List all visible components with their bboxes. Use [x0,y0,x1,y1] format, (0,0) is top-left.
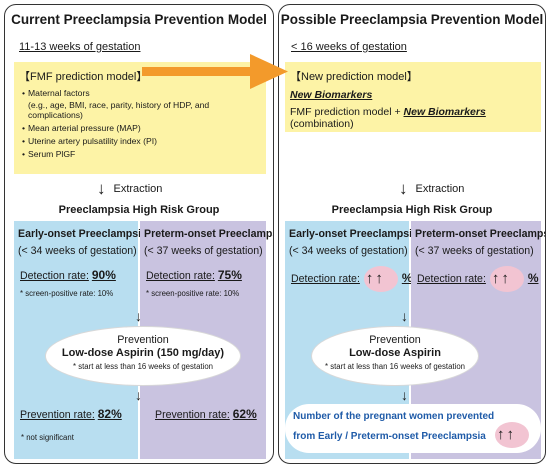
preterm-onset-subtitle: (< 37 weeks of gestation) [415,245,534,257]
current-model-panel: Current Preeclampsia Prevention Model 11… [4,4,274,464]
extraction-label: Extraction [113,182,163,195]
new-model-title: 【New prediction model】 [290,71,418,83]
down-arrow-icon: ↓ [401,308,408,324]
extraction-step: ↓ Extraction [97,179,162,199]
down-arrow-icon: ↓ [399,179,408,198]
orange-right-arrow-icon [142,54,288,89]
extraction-step: ↓ Extraction [399,179,464,199]
arrow-head [250,54,288,89]
extraction-label: Extraction [415,182,465,195]
prevention-value: 82% [97,407,122,421]
outcome-line-2: from Early / Preterm-onset Preeclampsia [293,431,486,442]
down-arrow-icon: ↓ [97,179,106,198]
preterm-detection-rate: Detection rate: 75% [140,257,266,282]
combo-suffix: (combination) [290,118,354,130]
possible-model-title: Possible Preeclampsia Prevention Model [280,12,544,27]
percent-sign: % [401,270,413,285]
fmf-model-title: 【FMF prediction model】 [19,71,148,83]
early-onset-title: Early-onset Preeclampsia [289,228,418,240]
increase-highlight: ↑↑ [494,422,530,448]
increase-highlight: ↑↑ [489,266,525,292]
detection-label: Detection rate: [146,270,215,282]
up-arrow-icon: ↑↑ [497,426,516,443]
high-risk-group-title: Preeclampsia High Risk Group [58,204,220,216]
outcome-line-1: Number of the pregnant women prevented [293,411,495,422]
aspirin-timing-note: * start at less than 16 weeks of gestati… [325,362,465,371]
detection-value: 90% [91,268,116,282]
preterm-detection-rate: Detection rate: ↑↑ % [411,257,541,292]
detection-label: Detection rate: [417,272,486,285]
detection-label: Detection rate: [20,270,89,282]
factor-item: (e.g., age, BMI, race, parity, history o… [28,100,210,120]
fmf-prediction-box: 【FMF prediction model】 Maternal factors … [14,62,266,174]
prevention-title: Prevention [369,334,421,346]
down-arrow-icon: ↓ [135,387,142,403]
prevention-title: Prevention [117,334,169,346]
aspirin-prevention-ellipse: Prevention Low-dose Aspirin * start at l… [311,326,479,386]
factor-item: Uterine artery pulsatility index (PI) [22,136,266,146]
aspirin-dose: Low-dose Aspirin (150 mg/day) [61,347,225,359]
early-onset-title: Early-onset Preeclampsia [18,228,147,240]
aspirin-label: Low-dose Aspirin [349,347,441,359]
increase-highlight: ↑↑ [363,266,399,292]
preterm-onset-title: Preterm-onset Preeclampsia [144,228,274,240]
factor-item: Serum PlGF [22,149,266,159]
down-arrow-icon: ↓ [135,308,142,324]
new-biomarkers-label: New Biomarkers [290,89,373,101]
possible-gestation-window: < 16 weeks of gestation [291,41,407,53]
prevention-label: Prevention rate: [20,409,95,421]
preterm-onset-title: Preterm-onset Preeclampsia [415,228,546,240]
combination-line: FMF prediction model + New Biomarkers (c… [285,101,541,130]
early-onset-subtitle: (< 34 weeks of gestation) [289,245,408,257]
fmf-factor-list: Maternal factors (e.g., age, BMI, race, … [14,84,266,159]
high-risk-group-title: Preeclampsia High Risk Group [331,204,493,216]
early-detection-rate: Detection rate: 90% [14,257,138,282]
factor-item: Maternal factors [22,88,266,98]
screen-positive-note: * screen-positive rate: 10% [146,289,240,298]
percent-sign: % [527,270,539,285]
new-prediction-box: 【New prediction model】 New Biomarkers FM… [285,62,541,132]
detection-label: Detection rate: [291,272,360,285]
current-model-title: Current Preeclampsia Prevention Model [11,12,267,27]
pink-highlight [495,422,529,448]
up-arrow-icon: ↑↑ [365,270,385,287]
aspirin-timing-note: * start at less than 16 weeks of gestati… [73,362,213,371]
up-arrow-icon: ↑↑ [491,270,511,287]
pink-highlight [363,266,398,292]
factor-item: Mean arterial pressure (MAP) [22,123,266,133]
prevention-value: 62% [232,407,257,421]
screen-positive-note: * screen-positive rate: 10% [20,289,114,298]
not-significant-note: * not significant [21,433,74,442]
combo-biomarkers: New Biomarkers [403,106,486,118]
combo-prefix: FMF prediction model + [290,106,404,118]
prevention-label: Prevention rate: [155,409,230,421]
early-detection-rate: Detection rate: ↑↑ % [285,257,412,292]
down-arrow-icon: ↓ [401,387,408,403]
early-prevention-rate: Prevention rate: 82% [20,407,122,421]
preterm-prevention-rate: Prevention rate: 62% [155,407,257,421]
preterm-onset-subtitle: (< 37 weeks of gestation) [144,245,263,257]
early-onset-subtitle: (< 34 weeks of gestation) [18,245,137,257]
aspirin-prevention-ellipse: Prevention Low-dose Aspirin (150 mg/day)… [45,326,241,386]
possible-model-panel: Possible Preeclampsia Prevention Model <… [278,4,546,464]
current-gestation-window: 11-13 weeks of gestation [19,41,141,53]
arrow-shaft [142,67,254,76]
prevented-outcome-box: Number of the pregnant women prevented f… [285,404,541,453]
detection-value: 75% [217,268,242,282]
pink-highlight [489,266,524,292]
